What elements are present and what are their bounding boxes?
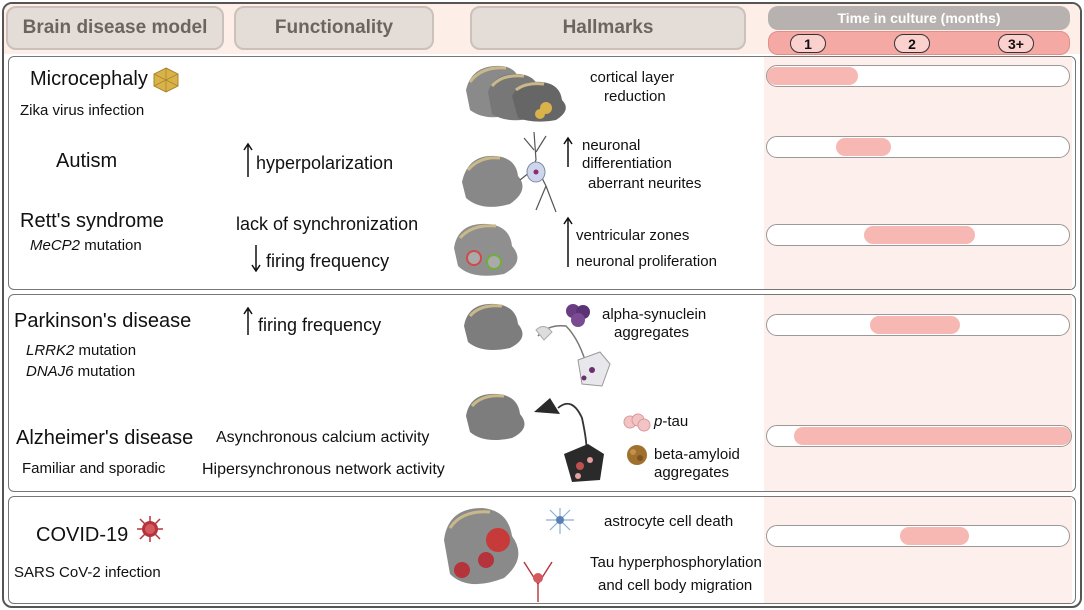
coronavirus-icon [137,516,163,542]
increase-arrow-icon [243,306,253,335]
autism-organoid-illustration [462,131,557,213]
increase-arrow-icon [563,136,573,167]
decrease-arrow-icon [251,245,261,272]
alzheimer-hallmark-1: beta-amyloid [654,446,740,463]
alzheimer-time-bar [794,427,1071,445]
autism-hallmark-3: aberrant neurites [588,175,702,192]
alzheimer-label: Alzheimer's disease [16,427,194,449]
covid-timeline [766,525,1070,547]
header-functionality: Functionality [234,6,434,50]
alzheimer-func-1: Asynchronous calcium activity [216,429,430,446]
rett-func-1: lack of synchronization [236,214,419,234]
covid-hallmark-2: Tau hyperphosphorylation [590,554,762,571]
timeline-bg-1 [764,57,1072,289]
section-neurodevelopmental [8,56,1076,290]
microcephaly-organoid-illustration [466,65,566,122]
parkinson-sub-label-1: LRRK2 mutation [26,342,137,359]
alzheimer-ptau: p-tau [654,413,689,430]
alzheimer-timeline [766,425,1072,447]
increase-arrow-icon [243,142,253,177]
alpha-synuclein-aggregate-icon [566,304,590,327]
header-model: Brain disease model [6,6,224,50]
microcephaly-time-bar [767,67,858,85]
rett-hallmark-1: ventricular zones [576,227,690,244]
covid-hallmark-1: astrocyte cell death [604,513,734,530]
alzheimer-organoid-illustration [466,393,604,482]
autism-timeline [766,136,1070,158]
autism-time-bar [836,138,891,156]
parkinson-hallmark-2: aggregates [614,324,690,341]
covid-organoid-illustration [444,508,574,602]
autism-label: Autism [56,150,118,172]
alzheimer-sub-label: Familiar and sporadic [22,460,166,477]
microcephaly-hallmark-2: reduction [604,88,666,105]
rett-label: Rett's syndrome [20,210,164,232]
header-hallmarks: Hallmarks [470,6,746,50]
parkinson-sub-label-2: DNAJ6 mutation [26,363,136,380]
autism-func: hyperpolarization [256,153,394,173]
header-time: Time in culture (months) [768,6,1070,30]
parkinson-time-bar [869,316,961,334]
rett-time-bar [863,226,976,244]
alzheimer-hallmark-2: aggregates [654,464,730,481]
rett-func-2: firing frequency [266,251,390,271]
microcephaly-label: Microcephaly [30,68,148,90]
parkinson-organoid-illustration [464,303,611,387]
parkinson-func: firing frequency [258,315,382,335]
microcephaly-hallmark-1: cortical layer [590,69,675,86]
covid-label: COVID-19 [36,524,129,546]
covid-time-bar [899,527,970,545]
beta-amyloid-aggregate-icon [627,445,647,465]
rett-organoid-illustration [454,223,518,276]
covid-sub-label: SARS CoV-2 infection [14,564,161,581]
covid-hallmark-3: and cell body migration [598,577,753,594]
parkinson-hallmark-1: alpha-synuclein [602,306,707,323]
month-1: 1 [790,34,826,53]
autism-hallmark-2: differentiation [582,155,672,172]
autism-hallmark-1: neuronal [582,137,641,154]
p-tau-icon [623,413,651,432]
section-infection [8,496,1076,604]
zika-sub-label: Zika virus infection [20,102,145,119]
month-2: 2 [894,34,930,53]
zika-virus-icon [153,67,179,93]
increase-arrow-icon [563,216,573,267]
alzheimer-func-2: Hipersynchronous network activity [202,461,445,478]
rett-sub-label: MeCP2 mutation [30,237,142,254]
timeline-bg-3 [764,497,1072,603]
month-3plus: 3+ [998,34,1034,53]
section-neurodegenerative [8,294,1076,492]
rett-timeline [766,224,1070,246]
microcephaly-timeline [766,65,1070,87]
parkinson-label: Parkinson's disease [14,310,192,332]
parkinson-timeline [766,314,1070,336]
rett-hallmark-2: neuronal proliferation [576,253,717,270]
